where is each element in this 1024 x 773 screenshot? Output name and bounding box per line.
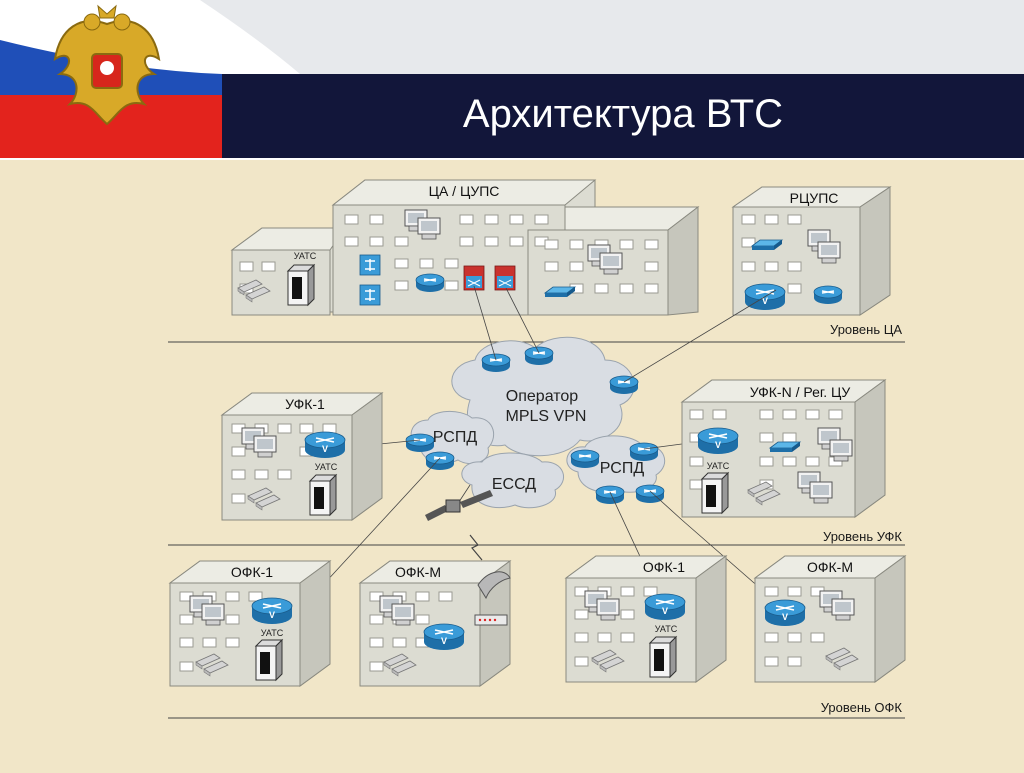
cloud-essd-label: ЕССД (492, 476, 536, 493)
network-architecture-diagram: V (0, 160, 1024, 768)
cloud-rspd-left-label: РСПД (433, 429, 478, 446)
building-ofk-m-left (358, 560, 512, 687)
uats-label-ufk-n: УАТС (707, 461, 730, 471)
building-ofk-m-right (753, 555, 907, 683)
uats-label-ofk-1-right: УАТС (655, 624, 678, 634)
title-bar: Архитектура ВТС (222, 74, 1024, 158)
satellite-icon (425, 490, 493, 561)
russian-coat-of-arms-icon (53, 4, 161, 126)
building-title-ufk-1: УФК-1 (285, 396, 325, 412)
building-title-ofk-1-right: ОФК-1 (643, 559, 685, 575)
level-label-ca: Уровень ЦА (830, 322, 902, 337)
uats-label-ofk-1-left: УАТС (261, 628, 284, 638)
building-title-ofk-m-right: ОФК-М (807, 559, 853, 575)
cloud-operator-line1: Оператор (506, 388, 579, 405)
uats-label-ca: УАТС (294, 251, 317, 261)
building-title-ca-cups: ЦА / ЦУПС (429, 183, 500, 199)
building-ofk-1-left (168, 560, 332, 687)
building-ofk-1-right (564, 555, 728, 683)
cloud-rspd-right-label: РСПД (600, 460, 645, 477)
level-label-ufk: Уровень УФК (823, 529, 902, 544)
building-ca-cups (230, 179, 700, 316)
cloud-operator-line2: MPLS VPN (506, 408, 587, 425)
building-title-ofk-m-left: ОФК-М (395, 564, 441, 580)
building-rcups (731, 186, 892, 316)
building-title-ofk-1-left: ОФК-1 (231, 564, 273, 580)
building-title-ufk-n: УФК-N / Рег. ЦУ (750, 384, 851, 400)
level-label-ofk: Уровень ОФК (821, 700, 903, 715)
diagram-canvas: V (168, 179, 907, 719)
page-title: Архитектура ВТС (462, 92, 784, 136)
building-ufk-n (680, 379, 887, 518)
uats-label-ufk-1: УАТС (315, 462, 338, 472)
building-ufk-1 (220, 392, 384, 521)
building-title-rcups: РЦУПС (790, 190, 839, 206)
